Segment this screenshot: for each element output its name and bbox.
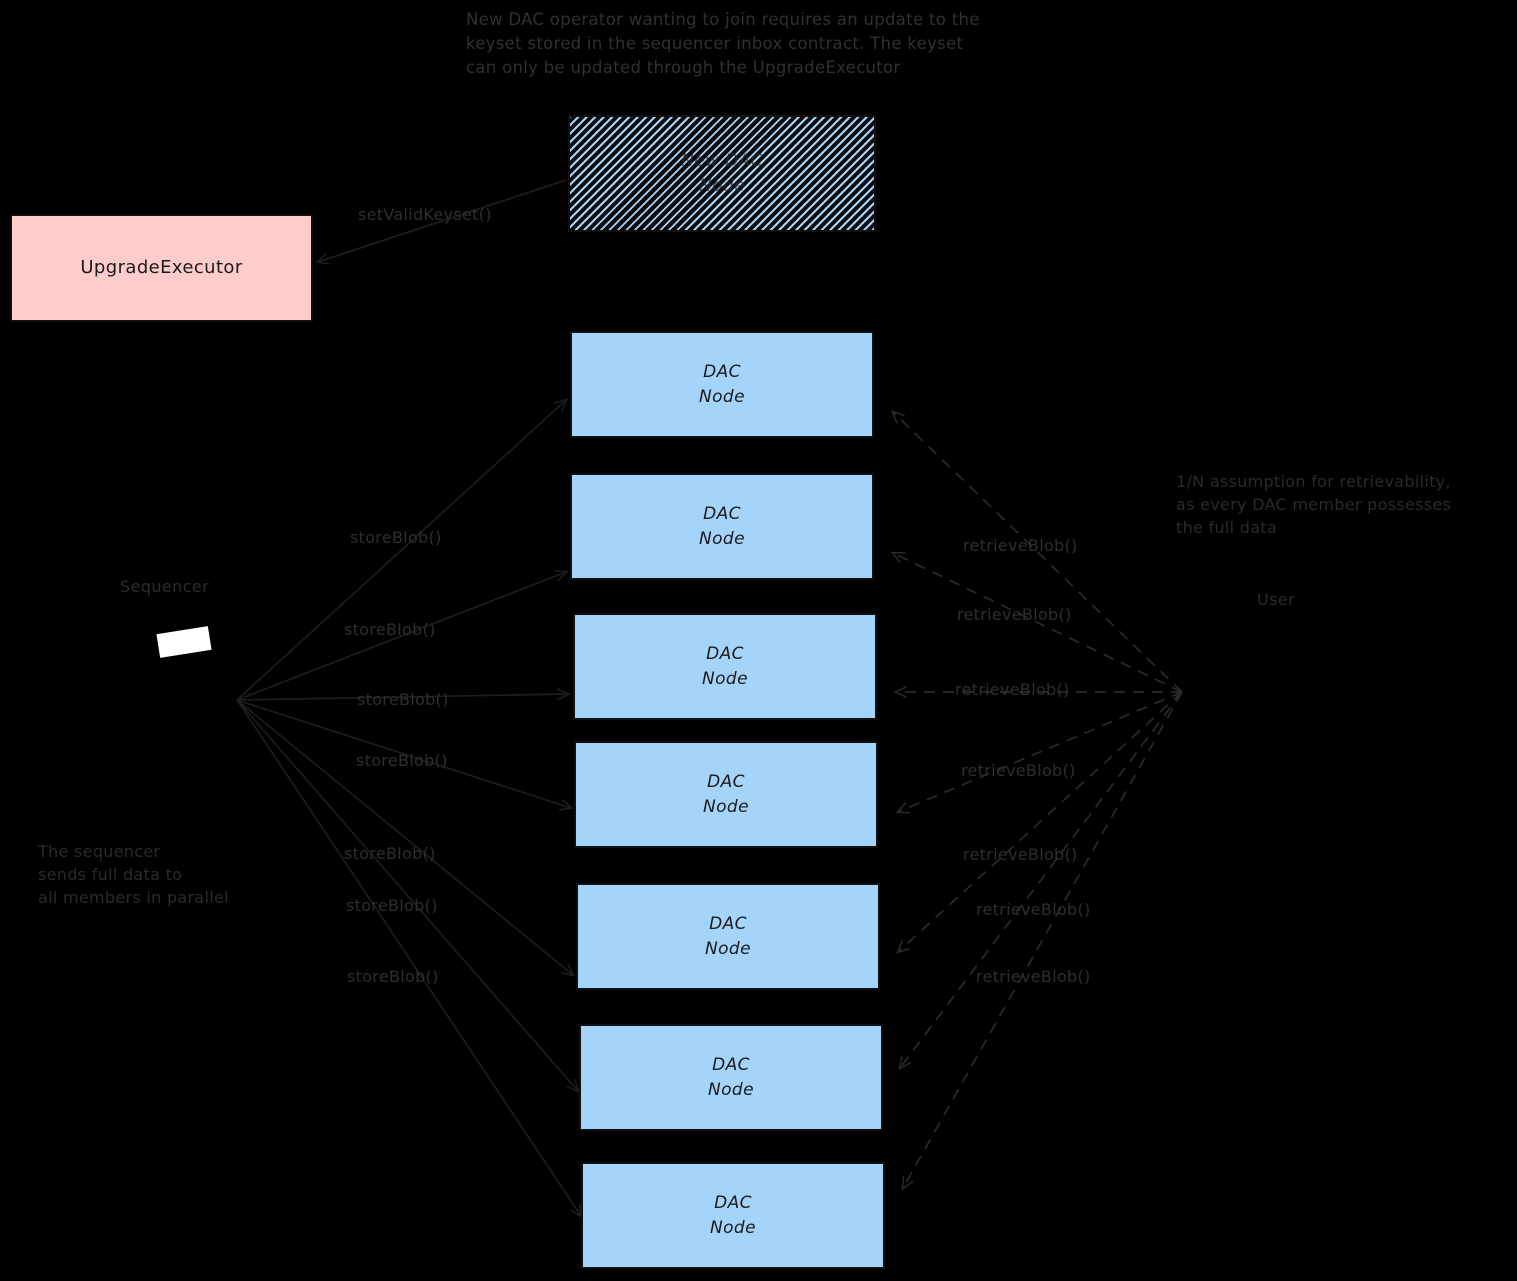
edge-label-store-blob-2: storeBlob() [344, 620, 436, 639]
annotation-left-sequencer-parallel: The sequencer sends full data to all mem… [38, 842, 229, 908]
edge-retrieve-blob-6 [900, 691, 1183, 1068]
edge-store-blob-5 [236, 699, 573, 975]
new-dac-node-line1: New DAC [681, 150, 763, 171]
annotation-top-keyset: New DAC operator wanting to join require… [466, 10, 980, 77]
edge-retrieve-blob-4 [898, 691, 1183, 812]
dac-node-box-4[interactable]: DAC Node [574, 741, 878, 848]
dac-node-4-line1: DAC [707, 771, 745, 792]
edge-label-retrieve-blob-1: retrieveBlob() [963, 536, 1078, 555]
annotation-right-retrievability: 1/N assumption for retrievability, as ev… [1176, 472, 1452, 538]
edge-label-store-blob-4: storeBlob() [356, 751, 448, 770]
dac-node-box-1[interactable]: DAC Node [570, 331, 874, 438]
dac-node-1-line2: Node [699, 386, 745, 407]
dac-node-2-line1: DAC [703, 503, 741, 524]
edge-label-retrieve-blob-2: retrieveBlob() [957, 605, 1072, 624]
sequencer-icon [156, 626, 212, 658]
dac-node-3-line1: DAC [706, 643, 744, 664]
dac-node-box-3[interactable]: DAC Node [573, 613, 877, 720]
new-dac-node-line2: Node [699, 175, 745, 196]
user-label: User [1257, 590, 1296, 609]
dac-node-7-line2: Node [710, 1217, 756, 1238]
edge-label-store-blob-6: storeBlob() [346, 896, 438, 915]
edge-store-blob-7 [236, 699, 581, 1216]
dac-node-5-line1: DAC [709, 913, 747, 934]
edge-store-blob-1 [236, 400, 566, 701]
edge-label-set-valid-keyset: setValidKeyset() [358, 205, 492, 224]
sequencer-label: Sequencer [120, 577, 210, 596]
edge-label-store-blob-7: storeBlob() [347, 967, 439, 986]
edge-label-retrieve-blob-4: retrieveBlob() [961, 761, 1076, 780]
edge-label-retrieve-blob-6: retrieveBlob() [976, 900, 1091, 919]
new-dac-node-box[interactable]: New DAC Node [568, 115, 876, 232]
dac-node-1-line1: DAC [703, 361, 741, 382]
dac-node-3-line2: Node [702, 668, 748, 689]
dac-node-box-5[interactable]: DAC Node [576, 883, 880, 990]
edge-label-retrieve-blob-7: retrieveBlob() [976, 967, 1091, 986]
edge-retrieve-blob-group [893, 412, 1183, 1188]
dac-node-box-6[interactable]: DAC Node [579, 1024, 883, 1131]
upgrade-executor-box[interactable]: UpgradeExecutor [10, 214, 313, 322]
edge-label-retrieve-blob-3: retrieveBlob() [955, 680, 1070, 699]
dac-node-2-line2: Node [699, 528, 745, 549]
edge-label-store-blob-5: storeBlob() [344, 844, 436, 863]
dac-node-box-2[interactable]: DAC Node [570, 473, 874, 580]
dac-node-box-7[interactable]: DAC Node [581, 1162, 885, 1269]
dac-node-4-line2: Node [703, 796, 749, 817]
dac-node-7-line1: DAC [714, 1192, 752, 1213]
edge-label-store-blob-1: storeBlob() [350, 528, 442, 547]
edge-store-blob-group [236, 400, 581, 1216]
dac-node-6-line2: Node [708, 1079, 754, 1100]
dac-node-6-line1: DAC [712, 1054, 750, 1075]
edge-label-store-blob-3: storeBlob() [357, 690, 449, 709]
dac-node-5-line2: Node [705, 938, 751, 959]
edge-label-retrieve-blob-5: retrieveBlob() [963, 845, 1078, 864]
upgrade-executor-label: UpgradeExecutor [80, 256, 243, 278]
